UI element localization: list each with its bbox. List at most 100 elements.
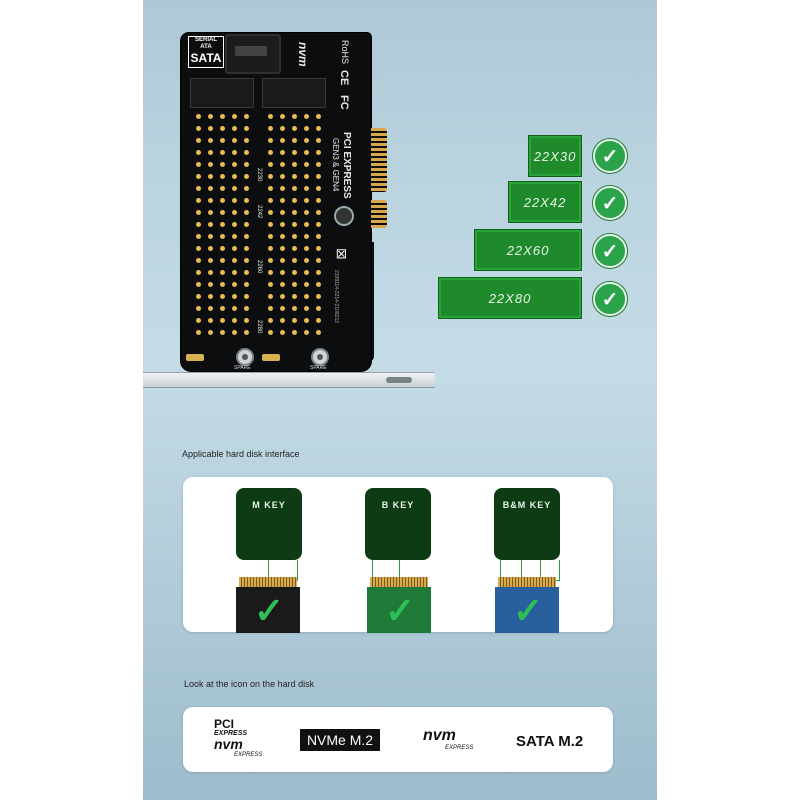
standoff-screw-1: [236, 348, 254, 366]
contact-pad: [280, 222, 285, 227]
contact-pad: [316, 222, 321, 227]
contact-pad: [196, 234, 201, 239]
contact-pad: [316, 198, 321, 203]
contact-pad: [196, 150, 201, 155]
contact-pad: [232, 318, 237, 323]
contact-pad: [208, 138, 213, 143]
contact-pad: [220, 246, 225, 251]
contact-pad: [268, 258, 273, 263]
contact-pad: [292, 114, 297, 119]
contact-pad: [208, 150, 213, 155]
pcie-gold-fingers-2: [371, 200, 387, 228]
contact-pad: [304, 150, 309, 155]
contact-pad: [244, 138, 249, 143]
contact-pad: [316, 186, 321, 191]
pcie-gold-fingers-1: [371, 128, 387, 192]
contact-pad: [280, 198, 285, 203]
check-icon: ✓: [593, 186, 627, 220]
length-card-label: 22X60: [506, 242, 550, 258]
contact-pad: [316, 174, 321, 179]
contact-pad: [268, 150, 273, 155]
contact-pad: [292, 162, 297, 167]
contact-pad: [196, 270, 201, 275]
contact-pad: [280, 282, 285, 287]
contact-pad: [268, 282, 273, 287]
contact-pad: [196, 294, 201, 299]
serial-number: 2108114-2214-2108212: [333, 270, 339, 324]
contact-pad: [232, 294, 237, 299]
contact-pad: [304, 138, 309, 143]
contact-pad: [292, 210, 297, 215]
contact-pad: [304, 198, 309, 203]
capacitor: [334, 206, 354, 226]
contact-pad: [232, 186, 237, 191]
contact-pad: [292, 330, 297, 335]
contact-pad: [196, 306, 201, 311]
contact-pad: [292, 150, 297, 155]
contact-pad: [244, 186, 249, 191]
contact-pad: [268, 270, 273, 275]
contact-pad: [244, 198, 249, 203]
contact-pad: [316, 210, 321, 215]
contact-pad: [208, 114, 213, 119]
contact-pad: [208, 246, 213, 251]
contact-pad: [220, 318, 225, 323]
contact-pad: [220, 330, 225, 335]
contact-pad: [268, 222, 273, 227]
contact-pad: [304, 186, 309, 191]
contact-pad: [292, 234, 297, 239]
contact-pad: [316, 138, 321, 143]
contact-pad: [304, 330, 309, 335]
contact-pad: [304, 318, 309, 323]
length-card-label: 22X30: [533, 148, 577, 164]
contact-pad: [244, 150, 249, 155]
contact-pad: [268, 234, 273, 239]
contact-pad: [304, 174, 309, 179]
contact-pad: [232, 138, 237, 143]
contact-pad: [244, 306, 249, 311]
contact-pad: [244, 126, 249, 131]
spare-label-1: SPARE: [234, 365, 251, 371]
length-card-22x42: 22X42: [508, 181, 582, 223]
standoff-screw-2: [311, 348, 329, 366]
bm-key-ssd-image: ✓: [495, 575, 559, 633]
check-icon: ✓: [593, 234, 627, 268]
length-card-22x60: 22X60: [474, 229, 582, 271]
contact-pad: [232, 282, 237, 287]
sata-m2-logo: SATA M.2: [516, 733, 584, 750]
contact-pad: [280, 294, 285, 299]
logo-panel: [183, 707, 613, 772]
contact-pad: [268, 186, 273, 191]
contact-pad: [292, 126, 297, 131]
contact-pad: [292, 270, 297, 275]
contact-pad: [268, 162, 273, 167]
contact-pad: [208, 174, 213, 179]
contact-pad: [196, 186, 201, 191]
contact-pad: [232, 162, 237, 167]
m2-slot-1: [190, 78, 254, 108]
contact-pad: [316, 126, 321, 131]
contact-pad: [232, 270, 237, 275]
contact-pad: [208, 162, 213, 167]
contact-pad: [316, 234, 321, 239]
contact-pad: [268, 294, 273, 299]
contact-pad: [244, 162, 249, 167]
contact-pad: [316, 258, 321, 263]
contact-pad: [196, 330, 201, 335]
nvme-logo-pcb: nvm: [296, 42, 310, 67]
contact-pad: [196, 258, 201, 263]
contact-pad: [280, 210, 285, 215]
mounting-pad-grid: [190, 110, 330, 340]
contact-pad: [208, 198, 213, 203]
contact-pad: [220, 210, 225, 215]
contact-pad: [316, 330, 321, 335]
contact-pad: [232, 150, 237, 155]
check-icon: ✓: [593, 139, 627, 173]
contact-pad: [220, 162, 225, 167]
check-icon: ✓: [385, 590, 416, 631]
contact-pad: [292, 282, 297, 287]
contact-pad: [316, 306, 321, 311]
contact-pad: [196, 198, 201, 203]
contact-pad: [220, 114, 225, 119]
